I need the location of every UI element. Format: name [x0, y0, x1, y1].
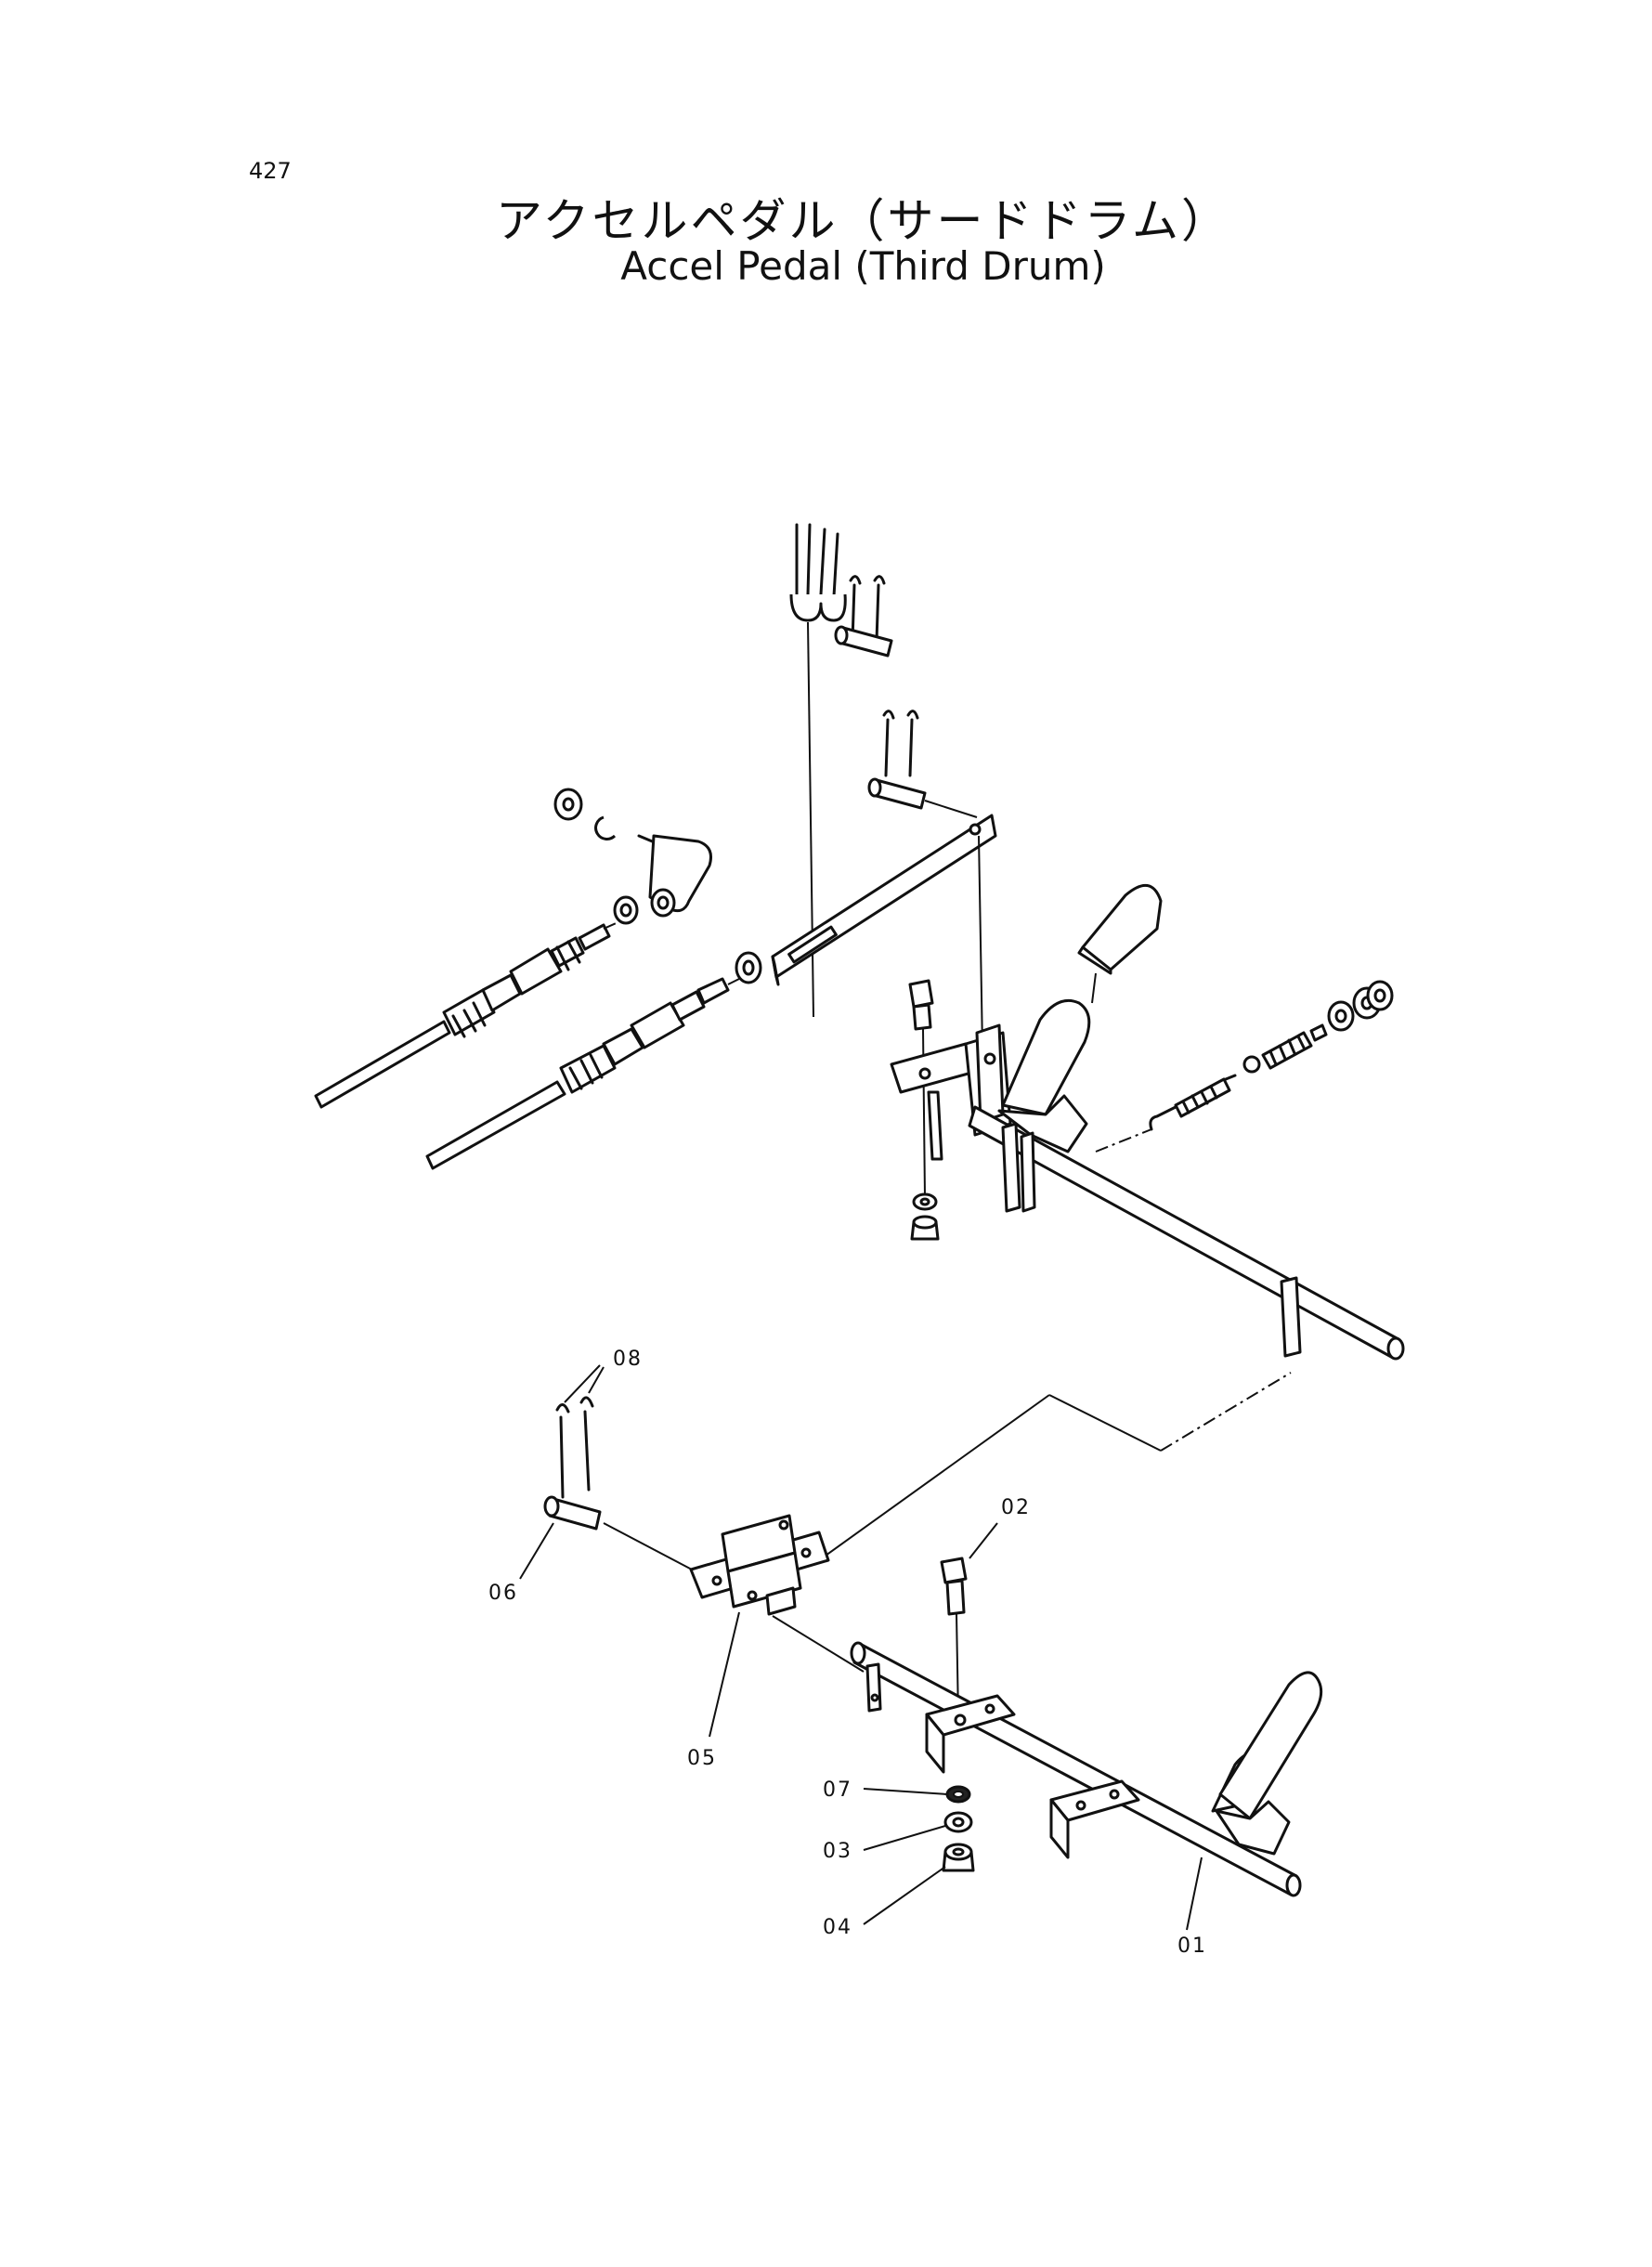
callout-06: 06 — [488, 1582, 518, 1605]
part-03-washer — [943, 1811, 973, 1833]
callout-01: 01 — [1177, 1935, 1207, 1958]
part-08-cotter-pins — [555, 1364, 605, 1499]
callout-05: 05 — [687, 1747, 717, 1770]
callout-04: 04 — [823, 1916, 852, 1939]
upper-pedal-pad — [1077, 884, 1163, 1004]
return-spring — [1095, 1074, 1237, 1153]
part-06-clevis-pin — [519, 1495, 693, 1580]
lower-pedal-arm — [1211, 1671, 1323, 1856]
callout-02: 02 — [1001, 1496, 1031, 1519]
second-clevis-pin — [867, 710, 978, 818]
part-07-washer — [945, 1785, 971, 1804]
page-title-english: Accel Pedal (Third Drum) — [620, 243, 1106, 289]
throttle-cable-upper — [314, 920, 621, 1109]
upper-assembly — [314, 523, 1405, 1361]
upper-pedal-shaft — [968, 1105, 1405, 1361]
leader-lines — [863, 1788, 948, 1925]
upper-clevis-pin — [834, 575, 893, 658]
part-02-bolt — [940, 1522, 998, 1719]
page-number: 427 — [249, 158, 292, 184]
slotted-link-bar — [771, 814, 997, 1050]
adjusting-rod-nuts — [1242, 980, 1394, 1074]
bracket-bolt — [908, 979, 934, 1199]
part-05-bracket — [689, 1514, 865, 1738]
callout-08: 08 — [613, 1348, 643, 1371]
part-04-nut — [942, 1843, 975, 1872]
part-01-pedal-shaft — [850, 1641, 1302, 1931]
callout-07: 07 — [823, 1778, 852, 1802]
throttle-cable-lower — [425, 977, 740, 1170]
link-nut — [735, 951, 762, 984]
lower-assembly: 08 06 05 02 07 03 04 01 — [488, 1348, 1323, 1958]
callout-03: 03 — [823, 1840, 852, 1863]
assembly-connection-line — [818, 1372, 1292, 1561]
page-title-japanese: アクセルペダル（サードドラム） — [496, 194, 1230, 248]
bracket-washer-nut — [910, 1192, 940, 1241]
elbow-fitting-group — [553, 788, 712, 925]
